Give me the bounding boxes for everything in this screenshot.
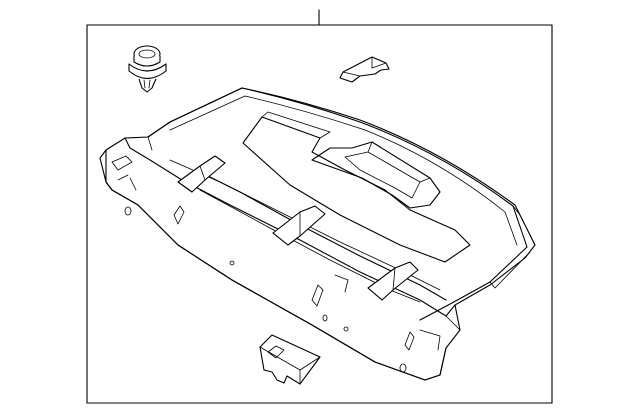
diagram-frame (86, 24, 553, 404)
rear-shelf-panel-icon (99, 87, 536, 381)
push-clip-icon (128, 45, 167, 93)
lower-bracket-icon (259, 334, 321, 385)
upper-bracket-icon (339, 56, 390, 83)
